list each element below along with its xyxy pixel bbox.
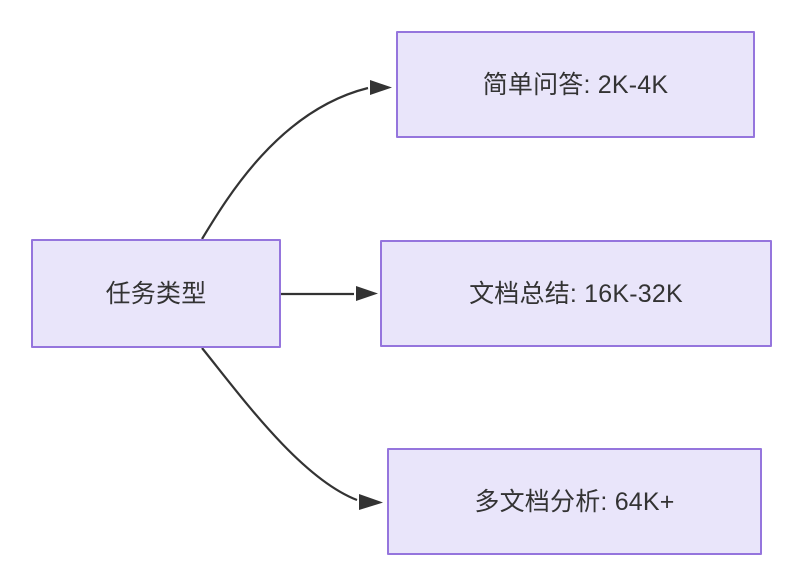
arrowhead-doc-summary (356, 286, 378, 301)
node-task-type[interactable]: 任务类型 (31, 239, 281, 348)
node-doc-summary-label: 文档总结: 16K-32K (469, 279, 683, 308)
edge-source-to-doc-summary (281, 286, 378, 301)
edge-path-source-to-simple-qa (201, 86, 369, 240)
node-multidoc-analysis-label: 多文档分析: 64K+ (474, 487, 675, 516)
node-doc-summary[interactable]: 文档总结: 16K-32K (380, 240, 772, 347)
edge-source-to-multidoc (201, 347, 383, 510)
arrowhead-simple-qa (370, 80, 392, 95)
node-multidoc-analysis[interactable]: 多文档分析: 64K+ (387, 448, 762, 555)
arrowhead-multidoc (359, 494, 383, 510)
node-simple-qa-label: 简单问答: 2K-4K (482, 70, 669, 99)
node-simple-qa[interactable]: 简单问答: 2K-4K (396, 31, 755, 138)
edge-path-source-to-multidoc (201, 347, 358, 502)
edge-source-to-simple-qa (201, 80, 392, 240)
node-task-type-label: 任务类型 (105, 279, 207, 308)
